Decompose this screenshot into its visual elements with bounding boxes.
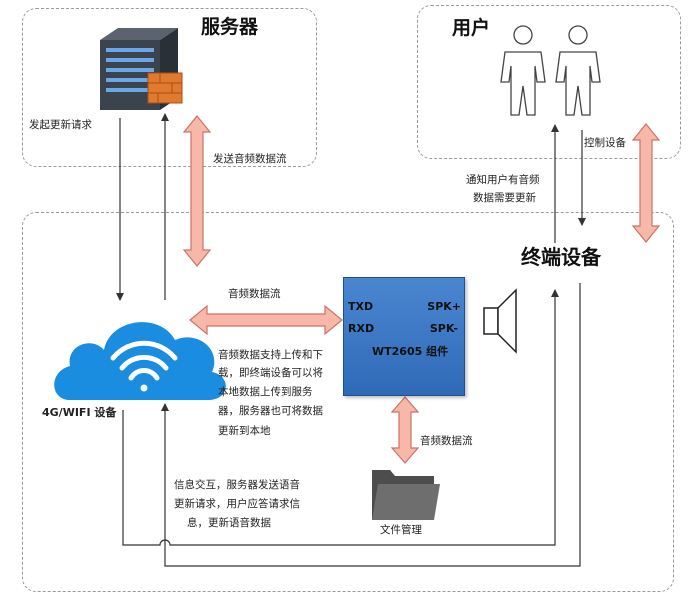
description-line: 音频数据支持上传和下: [218, 349, 323, 361]
terminal-title: 终端设备: [521, 245, 601, 269]
users-title: 用户: [452, 17, 491, 39]
spk-minus-pin-label: SPK-: [429, 322, 458, 335]
wifi-icon: [110, 340, 178, 392]
cloud-label: 4G/WIFI 设备: [42, 406, 117, 419]
control-device-arrow: [631, 123, 661, 243]
info-line: 信息交互，服务器发送语音: [174, 479, 300, 491]
terminal-to-cloud-loop: [161, 283, 581, 567]
server-audio-stream-arrow: [182, 115, 212, 267]
user-frame: [417, 5, 681, 159]
cloud-icon: [54, 322, 226, 400]
audio-stream-bottom-label: 音频数据流: [420, 435, 473, 447]
folder-icon: [372, 470, 440, 520]
description-line: 更新到本地: [218, 425, 271, 437]
user-icon: [500, 25, 546, 116]
file-management-label: 文件管理: [380, 524, 422, 536]
control-device-label: 控制设备: [584, 137, 626, 149]
terminal-frame: [22, 212, 674, 592]
module-name-label: WT2605 组件: [372, 345, 449, 358]
notify-user-label-2: 数据需要更新: [473, 192, 536, 204]
module-file-audio-stream-arrow: [390, 396, 420, 464]
audio-stream-top-label: 音频数据流: [228, 288, 281, 300]
info-line: 更新请求，用户应答请求信: [174, 498, 300, 510]
spk-plus-pin-label: SPK+: [427, 300, 461, 313]
user-icon: [555, 25, 601, 116]
rxd-pin-label: RXD: [348, 322, 375, 335]
server-frame: [22, 8, 317, 167]
cloud-module-audio-stream-arrow: [189, 304, 343, 336]
txd-pin-label: TXD: [348, 300, 374, 313]
description-line: 载，即终端设备可以将: [218, 367, 323, 379]
send-update-request-label: 发起更新请求: [29, 119, 92, 131]
speaker-icon: [483, 288, 517, 354]
description-line: 器，服务器也可将数据: [218, 405, 323, 417]
send-audio-stream-label: 发送音频数据流: [213, 153, 287, 165]
server-title: 服务器: [201, 16, 259, 38]
wt2605-module: TXD RXD SPK+ SPK- WT2605 组件: [343, 277, 465, 396]
firewall-icon: [147, 72, 183, 104]
info-line: 息，更新语音数据: [187, 517, 271, 529]
description-line: 本地数据上传到服务: [218, 386, 313, 398]
notify-user-label-1: 通知用户有音频: [466, 174, 540, 186]
